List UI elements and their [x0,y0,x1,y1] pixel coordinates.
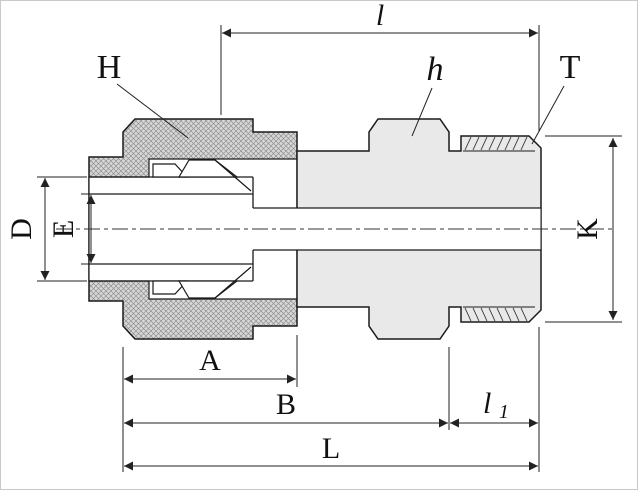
back-ferrule-bottom [152,280,189,295]
label-l: l [376,1,384,32]
leader-H [116,83,189,139]
dimension-E [81,193,96,265]
body-bore-lines [253,207,541,251]
label-l1-subscript: 1 [499,401,509,423]
label-l1: l 1 [483,387,509,423]
dimension-K [545,135,622,323]
thread-hatch-lines [464,136,528,322]
label-L: L [322,432,340,465]
label-E: E [47,220,80,238]
back-ferrule-top [152,163,189,178]
dimension-A [124,335,298,387]
leader-h [411,87,433,137]
ferrule-set [152,159,252,299]
dimension-l [220,25,540,132]
ferrule-nose-bottom [214,266,252,299]
label-h: h [427,51,444,88]
label-B: B [276,388,296,421]
thread-detail [463,150,535,308]
label-T: T [560,49,581,86]
label-D: D [5,218,38,240]
ferrule-nose-top [214,159,252,192]
label-A: A [199,344,221,377]
label-H: H [97,49,122,86]
label-K: K [571,218,604,240]
leader-T [531,85,565,145]
dimension-D [37,176,87,282]
label-l1-base: l [483,387,491,420]
dimension-B [124,347,450,430]
dimension-L [122,327,540,472]
